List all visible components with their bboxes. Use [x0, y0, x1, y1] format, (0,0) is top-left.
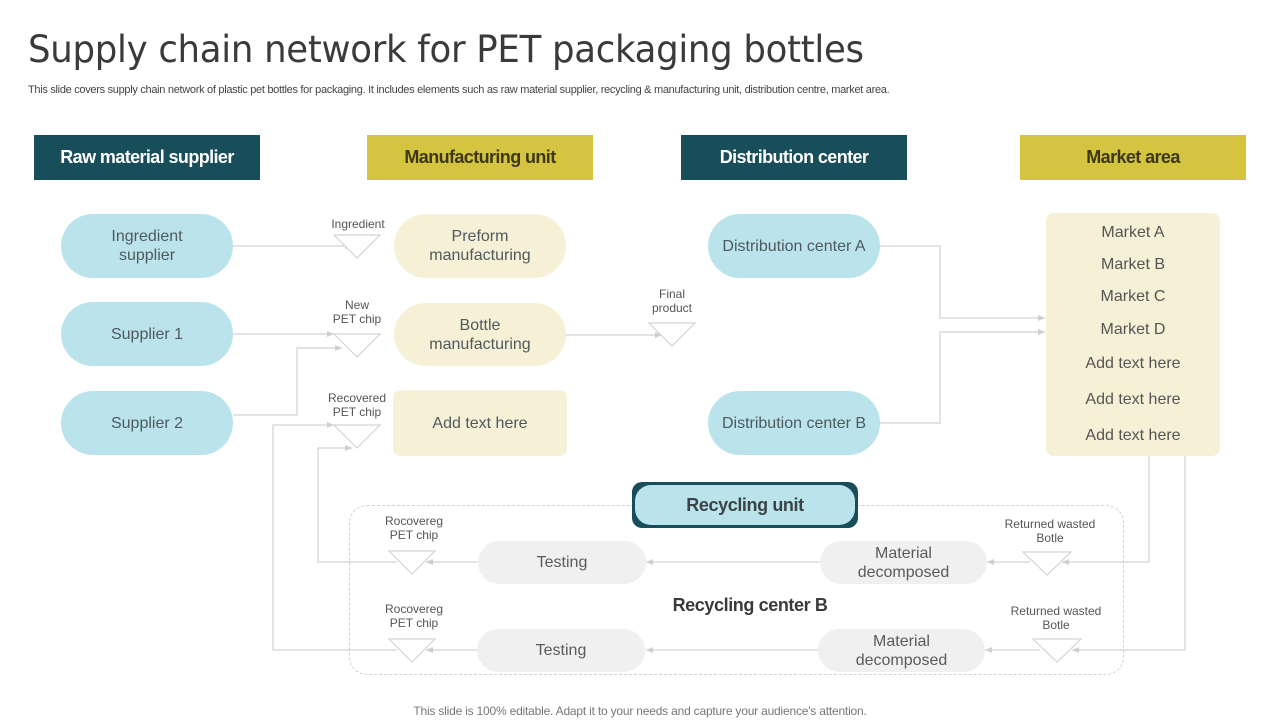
footer-note: This slide is 100% editable. Adapt it to…: [413, 704, 867, 718]
label-recovered-chip-2: Rocovereg PET chip: [384, 602, 444, 630]
node-testing-1: Testing: [478, 541, 646, 584]
node-bottle-manufacturing: Bottle manufacturing: [394, 303, 566, 366]
funnel-recovered-pet-chip: [332, 424, 382, 449]
label-ingredient: Ingredient: [331, 217, 385, 231]
label-final-product: Final product: [651, 287, 693, 315]
market-item: Add text here: [1085, 355, 1181, 372]
recycling-center-title: Recycling center B: [672, 595, 828, 615]
connector-dist-a: [880, 245, 1045, 321]
market-area-box: Market A Market B Market C Market D Add …: [1046, 213, 1220, 456]
funnel-final-product: [647, 322, 697, 347]
header-distribution-center: Distribution center: [681, 135, 907, 180]
page-subtitle: This slide covers supply chain network o…: [28, 84, 890, 96]
header-market-area: Market area: [1020, 135, 1246, 180]
market-item: Market D: [1100, 321, 1166, 338]
market-item: Market B: [1100, 256, 1165, 273]
connector-dist-b: [880, 329, 1045, 424]
label-returned-wasted-bottle-1: Returned wasted Botle: [1004, 517, 1096, 545]
header-manufacturing-unit: Manufacturing unit: [367, 135, 593, 180]
node-material-decomposed-1: Material decomposed: [820, 541, 987, 584]
node-material-decomposed-2: Material decomposed: [818, 629, 985, 672]
node-distribution-center-b: Distribution center B: [708, 391, 880, 455]
page-title: Supply chain network for PET packaging b…: [28, 28, 864, 71]
node-supplier-2: Supplier 2: [61, 391, 233, 455]
recycling-unit-title: Recycling unit: [635, 485, 855, 525]
funnel-ingredient: [332, 234, 382, 259]
node-testing-2: Testing: [477, 629, 645, 672]
node-ingredient-supplier: Ingredient supplier: [61, 214, 233, 278]
market-item: Market A: [1101, 224, 1165, 241]
node-manufacturing-placeholder: Add text here: [393, 390, 567, 456]
node-preform-manufacturing: Preform manufacturing: [394, 214, 566, 278]
label-new-pet-chip: New PET chip: [332, 298, 382, 326]
label-recovered-chip-1: Rocovereg PET chip: [384, 514, 444, 542]
node-supplier-1: Supplier 1: [61, 302, 233, 366]
node-distribution-center-a: Distribution center A: [708, 214, 880, 278]
market-item: Add text here: [1085, 427, 1181, 444]
funnel-new-pet-chip: [332, 333, 382, 358]
recycling-unit-header: Recycling unit: [632, 482, 858, 528]
market-item: Add text here: [1085, 391, 1181, 408]
label-recovered-pet-chip: Recovered PET chip: [327, 391, 387, 419]
header-raw-material-supplier: Raw material supplier: [34, 135, 260, 180]
market-item: Market C: [1100, 288, 1166, 305]
label-returned-wasted-bottle-2: Returned wasted Botle: [1010, 604, 1102, 632]
